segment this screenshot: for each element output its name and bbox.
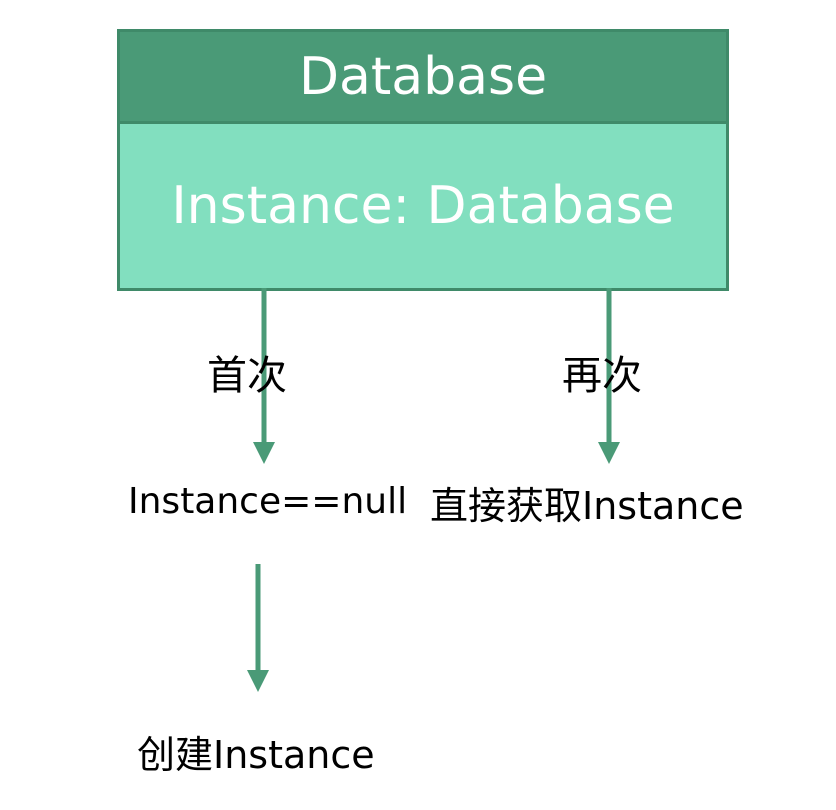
arrow-create-head [247,670,269,692]
arrow-first-head [253,442,275,464]
repeat-access-label: 再次 [562,353,642,399]
instance-null-check: Instance==null [128,481,408,522]
create-instance: 创建Instance [137,733,375,777]
arrow-again-head [598,442,620,464]
arrow-again [598,288,620,464]
arrow-create [247,564,269,692]
database-class-box: Database Instance: Database [117,29,729,291]
class-name-header: Database [120,32,726,124]
first-access-label: 首次 [207,353,287,399]
class-attribute-section: Instance: Database [120,124,726,288]
get-instance-directly: 直接获取Instance [430,484,744,528]
arrow-first [253,288,275,464]
